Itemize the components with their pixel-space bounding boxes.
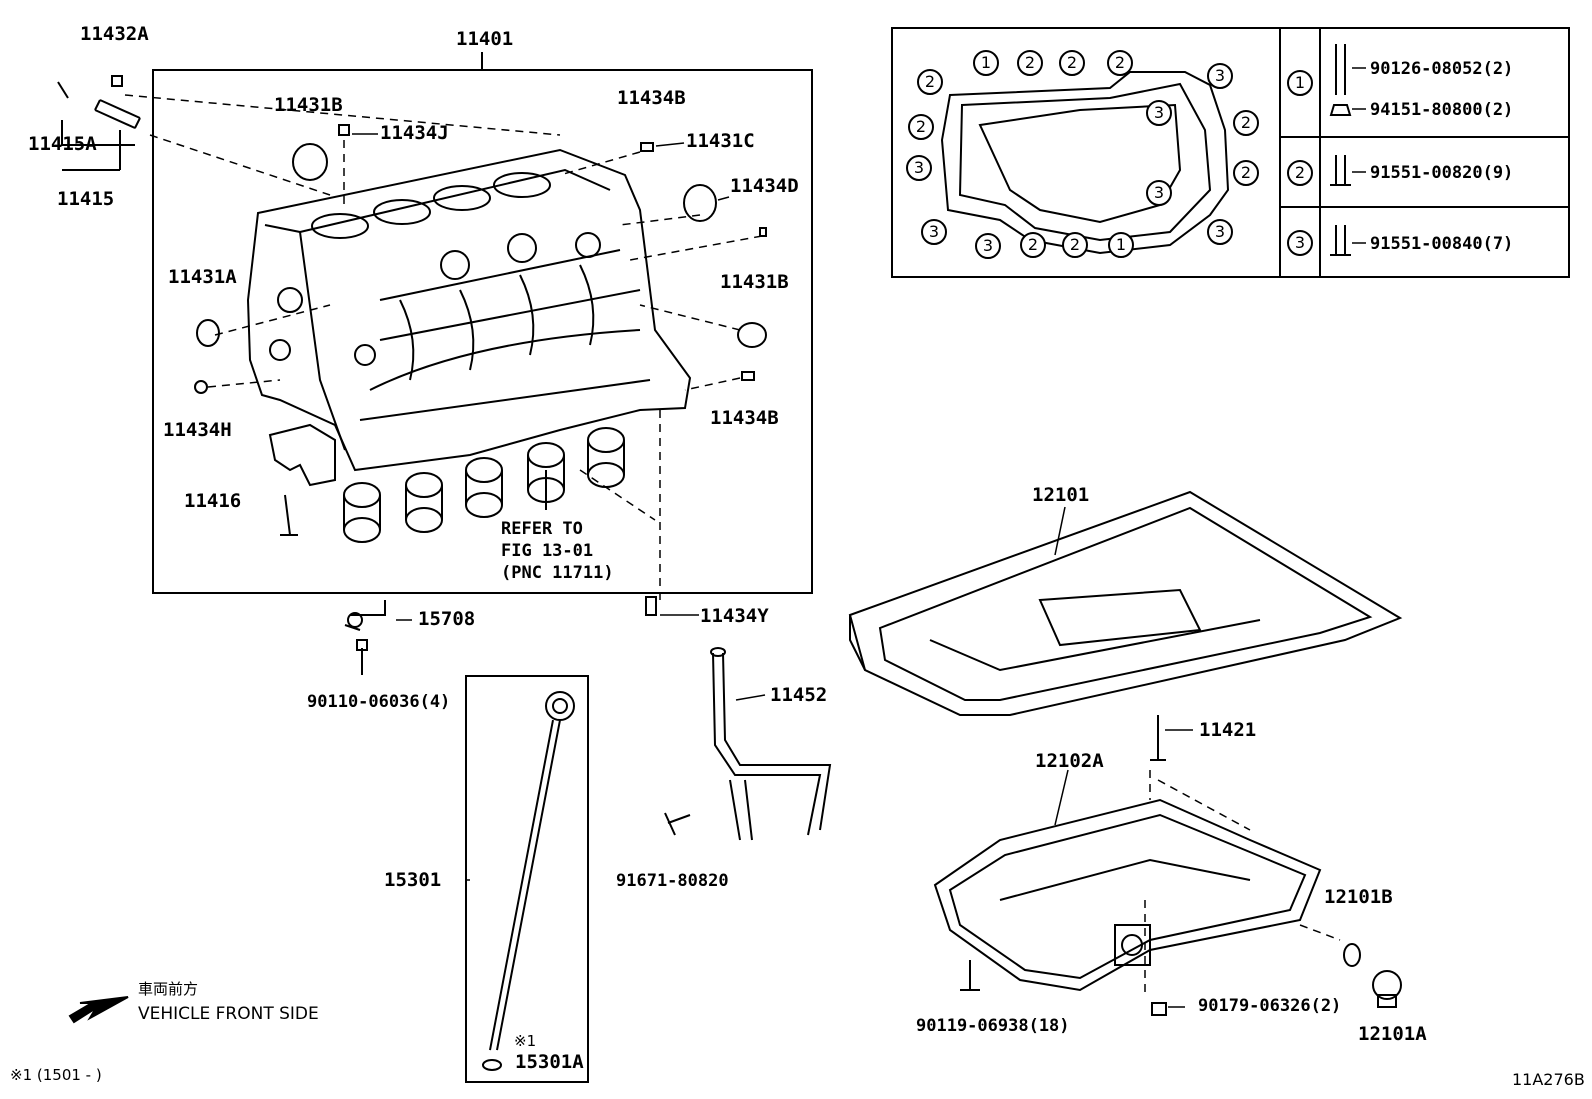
outline-mark: 3	[921, 219, 947, 245]
label-11416: 11416	[184, 490, 242, 512]
label-note-mark: ※1	[514, 1032, 537, 1050]
outline-mark: 3	[1146, 180, 1172, 206]
table-part-94151-80800: 94151-80800(2)	[1370, 100, 1514, 120]
outline-mark: 3	[906, 155, 932, 181]
outline-mark: 3	[1146, 100, 1172, 126]
label-12101A: 12101A	[1358, 1023, 1427, 1045]
label-15708: 15708	[418, 608, 476, 630]
label-11401: 11401	[456, 28, 514, 50]
vehicle-front-en: VEHICLE FRONT SIDE	[138, 1004, 319, 1024]
table-part-91551-00820: 91551-00820(9)	[1370, 163, 1514, 183]
outline-mark: 2	[1059, 50, 1085, 76]
label-15301: 15301	[384, 869, 442, 891]
label-91671-80820: 91671-80820	[616, 871, 729, 891]
table-key-2: 2	[1287, 160, 1313, 186]
label-90119-06938: 90119-06938(18)	[916, 1016, 1070, 1036]
table-part-91551-00840: 91551-00840(7)	[1370, 234, 1514, 254]
label-11434J: 11434J	[380, 122, 449, 144]
outline-mark: 1	[973, 50, 999, 76]
label-11431C: 11431C	[686, 130, 755, 152]
outline-mark: 1	[1108, 232, 1134, 258]
label-11431B-top: 11431B	[274, 94, 343, 116]
outline-mark: 2	[1017, 50, 1043, 76]
label-11415A: 11415A	[28, 133, 97, 155]
label-11434Y: 11434Y	[700, 605, 769, 627]
label-15301A: 15301A	[515, 1051, 584, 1073]
label-90110-06036: 90110-06036(4)	[307, 692, 451, 712]
seal-11431B-right	[737, 322, 767, 348]
table-key-3: 3	[1287, 230, 1313, 256]
label-90179-06326: 90179-06326(2)	[1198, 996, 1342, 1016]
label-12101B: 12101B	[1324, 886, 1393, 908]
outline-mark: 2	[917, 69, 943, 95]
label-11434D: 11434D	[730, 175, 799, 197]
table-key-1: 1	[1287, 70, 1313, 96]
label-11431A: 11431A	[168, 266, 237, 288]
outline-mark: 3	[1207, 219, 1233, 245]
outline-mark: 2	[1233, 160, 1259, 186]
outline-mark: 2	[1020, 232, 1046, 258]
label-11434H: 11434H	[163, 419, 232, 441]
plug-11431B-top	[292, 143, 328, 181]
dipstick-frame	[465, 675, 589, 1083]
table-part-90126-08052: 90126-08052(2)	[1370, 59, 1514, 79]
oil-pan-no1-drawing	[848, 490, 1403, 716]
outline-mark: 3	[975, 233, 1001, 259]
footnote: ※1 (1501 - )	[10, 1066, 102, 1084]
label-11434B-top: 11434B	[617, 87, 686, 109]
vehicle-front-arrow	[68, 996, 129, 1024]
outline-mark: 2	[1107, 50, 1133, 76]
bolt-table-frame	[891, 27, 1570, 278]
outline-mark: 3	[1207, 63, 1233, 89]
label-12101: 12101	[1032, 484, 1090, 506]
outline-mark: 2	[1233, 110, 1259, 136]
oil-pan-no2-drawing	[933, 798, 1322, 992]
refer-note: REFER TO FIG 13-01 (PNC 11711)	[501, 519, 614, 583]
seal-11431A	[196, 319, 220, 347]
label-11432A: 11432A	[80, 23, 149, 45]
label-11431B-right: 11431B	[720, 271, 789, 293]
cylinder-block-drawing	[246, 148, 692, 472]
plug-11431C	[683, 184, 717, 222]
outline-mark: 2	[908, 114, 934, 140]
label-11452: 11452	[770, 684, 828, 706]
figure-id: 11A276B	[1512, 1070, 1585, 1089]
vehicle-front-jp: 車両前方	[138, 980, 199, 998]
label-11421: 11421	[1199, 719, 1257, 741]
label-11415: 11415	[57, 188, 115, 210]
label-11434B-right: 11434B	[710, 407, 779, 429]
label-12102A: 12102A	[1035, 750, 1104, 772]
outline-mark: 2	[1062, 232, 1088, 258]
